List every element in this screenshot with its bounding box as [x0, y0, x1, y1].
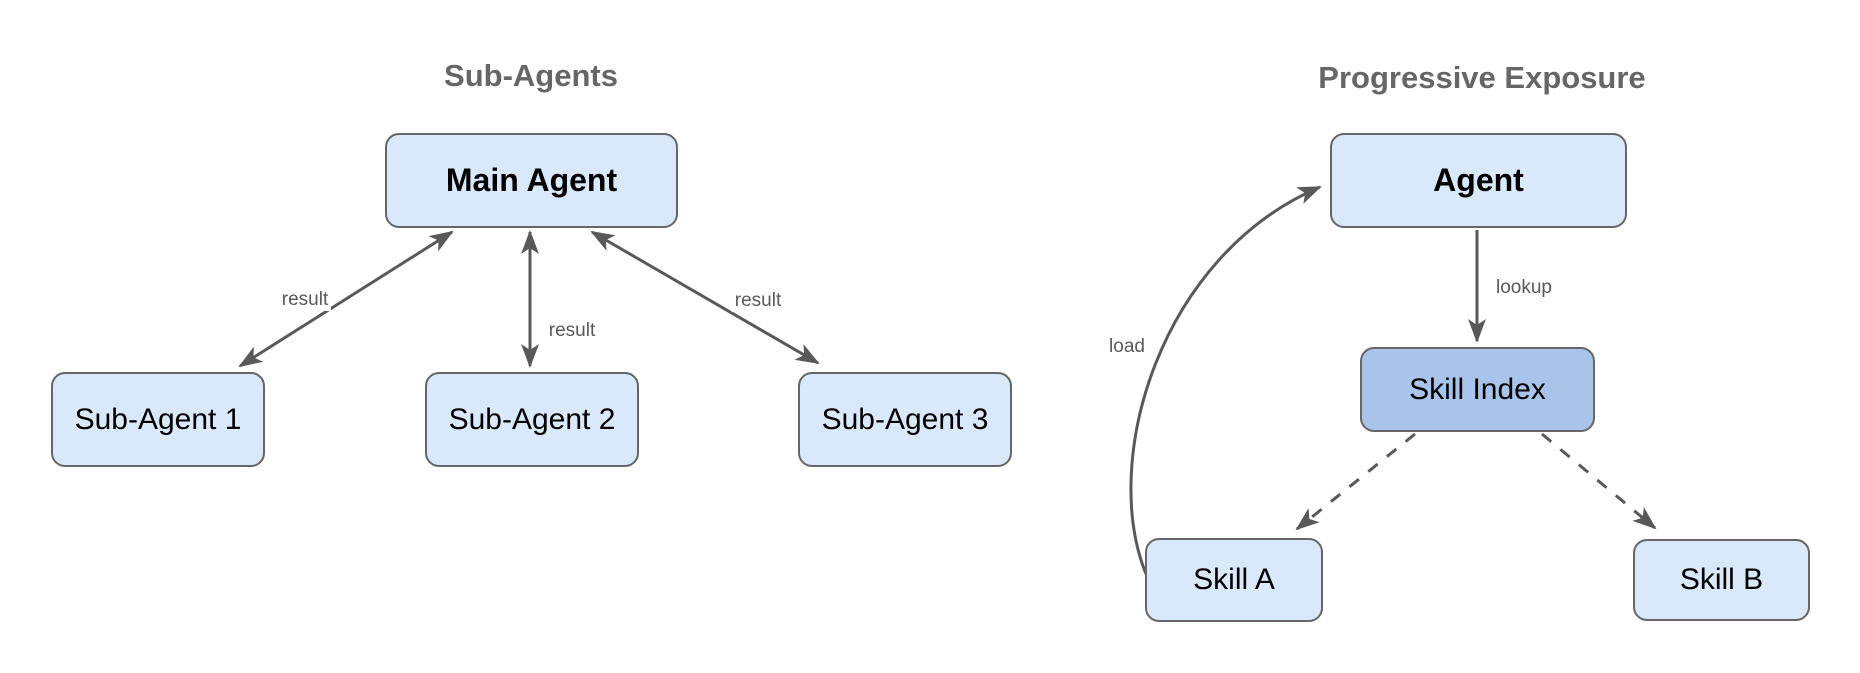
edge-label-result-3: result [731, 290, 785, 312]
node-sub-agent-1: Sub-Agent 1 [51, 372, 265, 467]
edge-main-agent-sub-agent-3 [590, 230, 820, 365]
right-diagram-title: Progressive Exposure [1318, 60, 1646, 95]
node-agent: Agent [1330, 133, 1627, 228]
node-sub-agent-2: Sub-Agent 2 [425, 372, 639, 467]
edge-label-lookup: lookup [1493, 277, 1555, 299]
edge-label-result-2: result [545, 320, 599, 342]
node-sub-agent-3: Sub-Agent 3 [798, 372, 1012, 467]
edge-label-load: load [1106, 336, 1148, 358]
node-skill-index: Skill Index [1360, 347, 1595, 432]
node-skill-b: Skill B [1633, 539, 1810, 621]
edge-skill-index-skill-b [1541, 432, 1657, 530]
edge-skill-index-skill-a [1295, 432, 1416, 531]
edge-label-result-1: result [278, 289, 332, 311]
node-skill-a: Skill A [1145, 538, 1323, 622]
node-main-agent: Main Agent [385, 133, 678, 228]
edge-skill-a-agent-load [1129, 185, 1322, 575]
edge-main-agent-sub-agent-1 [238, 230, 454, 368]
left-diagram-title: Sub-Agents [444, 58, 618, 93]
